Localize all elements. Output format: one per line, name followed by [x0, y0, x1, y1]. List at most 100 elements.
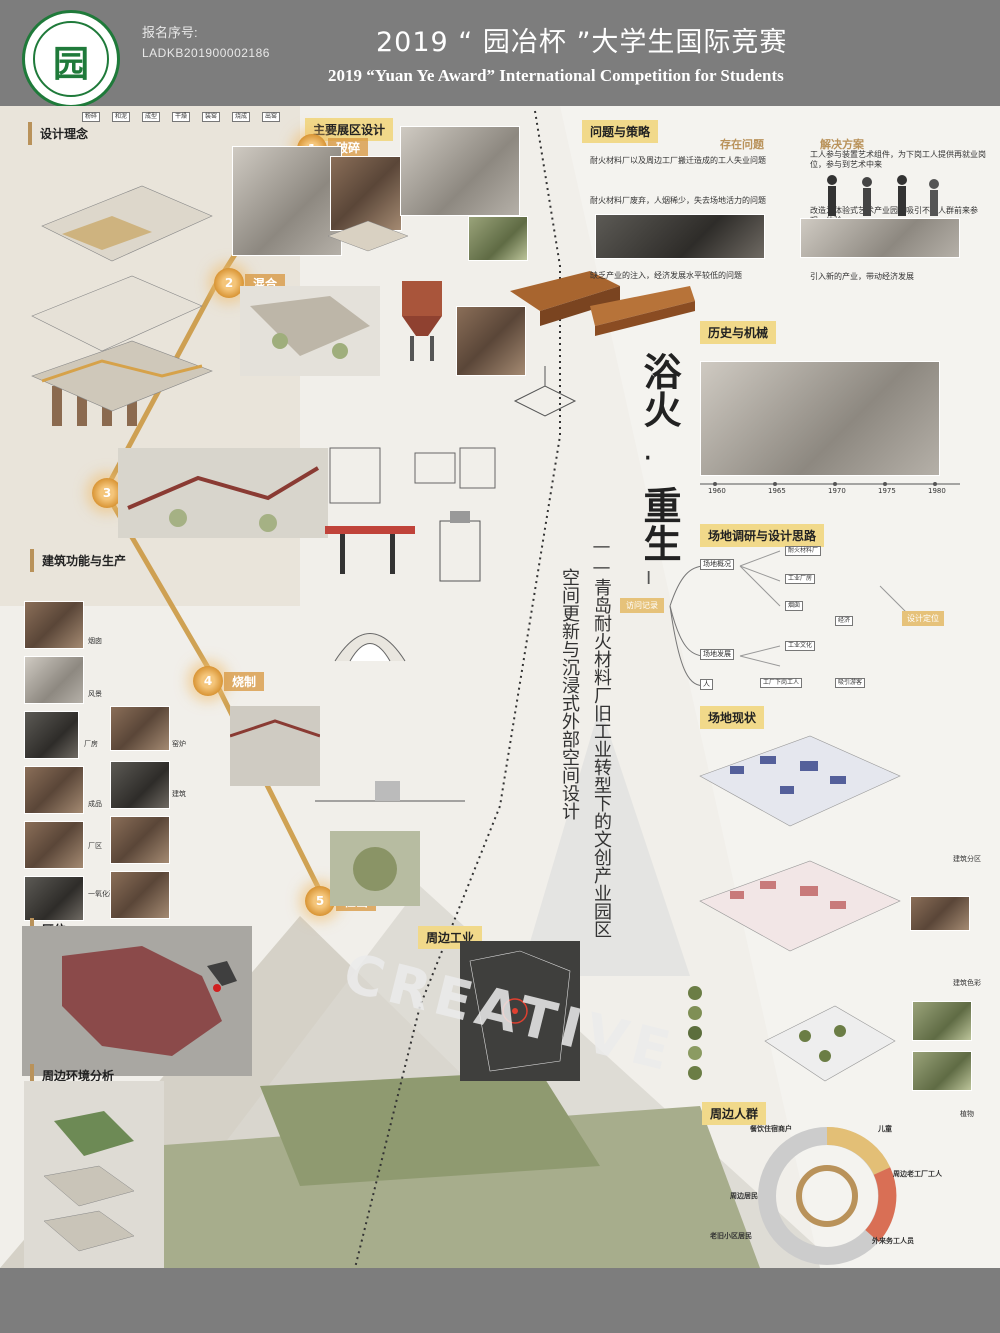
mindmap-root: 访问记录 — [620, 598, 664, 613]
timeline-year: 1960 — [708, 487, 726, 495]
mindmap-leaf: 耐火材料厂 — [785, 546, 822, 556]
flow-step: 出窑 — [262, 112, 281, 122]
main-title-numeral: I — [646, 568, 652, 589]
step4-render — [230, 706, 320, 786]
mindmap-leaf: 烟囱 — [785, 601, 804, 611]
photo-chimney — [24, 601, 84, 649]
caption: 窑炉 — [172, 740, 186, 748]
crowd-label: 老旧小区居民 — [710, 1232, 752, 1240]
step1-photo — [330, 156, 402, 231]
mindmap-leaf: 工业厂房 — [785, 574, 816, 584]
timeline-year: 1975 — [878, 487, 896, 495]
crowd-label: 周边居民 — [730, 1192, 758, 1200]
solution-item-1: 工人参与装置艺术组件，为下岗工人提供再就业岗位，参与到艺术中来 — [810, 150, 986, 169]
step1-sketch — [400, 126, 520, 216]
surroundings-title: 周边环境分析 — [30, 1064, 122, 1087]
competition-title-cn: 2019 “ 园冶杯 ”大学生国际竞赛 — [376, 27, 788, 58]
poster-footer — [0, 1268, 1000, 1333]
poster-board: 设计理念 粉碎 和泥 成型 干燥 装窑 烧成 出窑 主要展区设计 1 破碎 2 … — [0, 106, 1000, 1268]
step-badge-3: 3 — [92, 478, 122, 508]
solutions-heading: 解决方案 — [820, 138, 864, 151]
history-machinery — [700, 361, 940, 476]
photo-extra-1 — [110, 816, 170, 864]
caption: 建筑 — [172, 790, 186, 798]
main-area-title: 主要展区设计 — [305, 118, 394, 141]
flow-step: 和泥 — [112, 112, 131, 122]
logo-ring — [33, 21, 109, 97]
site-axon-red — [699, 860, 901, 952]
caption: 成品 — [88, 800, 102, 808]
step2-machine — [402, 281, 442, 361]
main-subtitle-1: ——青岛耐火材料厂旧工业转型下的文创产业园区 — [591, 536, 612, 938]
plant-icon — [688, 1026, 702, 1040]
step3-bridge — [325, 526, 415, 574]
mindmap-leaf: 经济 — [835, 616, 854, 626]
mindmap-result: 设计定位 — [902, 611, 944, 626]
mindmap-leaf: 吸引游客 — [835, 678, 866, 688]
history-timeline — [700, 482, 960, 486]
competition-title-en: 2019 “Yuan Ye Award” International Compe… — [328, 66, 784, 85]
photo-kiln — [110, 706, 170, 751]
timeline-year: 1980 — [928, 487, 946, 495]
flow-step: 成型 — [142, 112, 161, 122]
registration-number: LADKB201900002186 — [142, 46, 270, 60]
caption: 厂房 — [84, 740, 98, 748]
caption: 一氧化碳烟囱 — [88, 890, 130, 898]
step1-render — [232, 146, 342, 256]
flow-step: 粉碎 — [82, 112, 101, 122]
building-color-label: 建筑色彩 — [953, 979, 981, 987]
plant-axon — [764, 1005, 896, 1082]
building-color-photo — [910, 896, 970, 931]
right-triangle — [520, 706, 690, 976]
flow-step: 干燥 — [172, 112, 191, 122]
concept-diagram — [31, 185, 213, 426]
process-flow: 粉碎 和泥 成型 干燥 装窑 烧成 出窑 — [82, 112, 292, 126]
industry-map — [460, 941, 580, 1081]
mindmap-leaf: 工厂下岗工人 — [760, 678, 803, 688]
existing-problems-heading: 存在问题 — [720, 138, 764, 151]
step5-render — [330, 831, 420, 906]
problems-title: 问题与策略 — [582, 120, 659, 143]
competition-logo: 园 — [22, 10, 120, 108]
caption: 烟囱 — [88, 637, 102, 645]
center-3d-model — [510, 271, 695, 336]
worker-silhouettes — [827, 175, 939, 216]
crowd-label: 儿童 — [878, 1125, 892, 1133]
site-axon-blue — [699, 735, 901, 827]
caption: 厂区 — [88, 842, 102, 850]
crowd-title: 周边人群 — [702, 1102, 767, 1125]
step2-plan — [240, 286, 380, 376]
crowd-ring — [758, 1126, 897, 1265]
problem-item-3: 缺乏产业的注入，经济发展水平较低的问题 — [590, 271, 742, 280]
concept-diagram-2 — [31, 340, 213, 412]
step1-axon — [328, 220, 408, 252]
bottom-render-lawn — [260, 1071, 600, 1186]
research-title: 场地调研与设计思路 — [700, 524, 825, 547]
plant-photo-2 — [912, 1051, 972, 1091]
logo-glyph: 园 — [52, 43, 89, 85]
step1-plants — [468, 216, 528, 261]
plant-photo-1 — [912, 1001, 972, 1041]
timeline-year: 1965 — [768, 487, 786, 495]
step3-kiln-diagram — [439, 511, 481, 582]
caption: 风景 — [88, 690, 102, 698]
photo-extra-2 — [110, 871, 170, 919]
step-badge-4: 4 — [193, 666, 223, 696]
design-concept-title: 设计理念 — [28, 122, 96, 145]
plant-icon — [688, 1046, 702, 1060]
step-label-4: 烧制 — [224, 672, 265, 691]
location-map — [22, 926, 252, 1076]
center-axon-sketch — [513, 366, 577, 417]
crowd-label: 餐饮住宿商户 — [750, 1125, 792, 1133]
bottom-render-ground — [110, 1106, 760, 1268]
plant-icon — [688, 1066, 702, 1080]
mindmap-leaf: 工业文化 — [785, 641, 816, 651]
building-zone-label: 建筑分区 — [953, 855, 981, 863]
plant-icon — [688, 986, 702, 1000]
photo-co-chimney — [24, 876, 84, 921]
mindmap-branch: 场地发展 — [700, 649, 734, 660]
step-badge-2: 2 — [214, 268, 244, 298]
registration-label: 报名序号: — [142, 25, 198, 40]
main-title-line1: 浴火 — [637, 352, 681, 428]
step3-arch — [334, 633, 406, 662]
